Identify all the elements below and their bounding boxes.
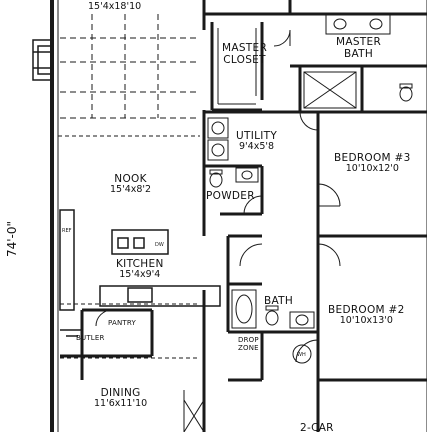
wh-label: WH (297, 352, 306, 358)
ceiling-beams (60, 14, 200, 118)
garage-walls (204, 290, 318, 432)
kitchen-counter (60, 210, 220, 310)
bedroom2-dim: 10'10x13'0 (339, 315, 393, 327)
kitchen-island (112, 230, 168, 254)
kitchen-dim: 15'4x9'4 (119, 269, 161, 281)
master-bath-door (274, 30, 290, 46)
butler-label: BUTLER (76, 334, 105, 342)
master-bath-label: MASTER BATH (336, 36, 381, 60)
fireplace (33, 40, 53, 80)
hall-walls (228, 236, 262, 284)
drop-zone-line1: DROP (238, 336, 259, 344)
master-toilet (400, 84, 412, 101)
shower (304, 72, 356, 108)
drop-zone-line2: ZONE (238, 344, 259, 353)
tub (232, 290, 256, 328)
bath-fixtures (266, 306, 314, 328)
master-closet-line2: CLOSET (223, 54, 266, 67)
hall-door-swing (240, 244, 340, 266)
bath-walls (228, 236, 318, 380)
bedroom2-name: BEDROOM #2 (328, 304, 405, 316)
bath-label: BATH (264, 295, 294, 307)
drop-zone-walls (228, 332, 262, 380)
utility-name: UTILITY (236, 130, 278, 142)
utility-dim: 9'4x5'8 (239, 141, 275, 153)
bedroom3-walls (318, 112, 427, 236)
master-closet-shelves (218, 28, 256, 104)
master-bath-line1: MASTER (336, 36, 382, 48)
powder-label: POWDER (206, 190, 255, 202)
bedroom3-name: BEDROOM #3 (334, 152, 411, 164)
overall-dimension: 74'-0" (5, 220, 20, 258)
drop-zone-label: DROP ZONE (238, 336, 259, 352)
kitchen-label: KITCHEN 15'4x9'4 (116, 258, 164, 281)
bedroom2-door (296, 340, 318, 362)
pantry-label: PANTRY (108, 319, 136, 327)
powder-fixtures (210, 168, 258, 187)
master-closet-line1: MASTER (222, 42, 268, 54)
utility-door (300, 112, 318, 130)
washer-dryer (208, 118, 228, 160)
bedroom3-door (318, 184, 340, 206)
stair-hint (184, 390, 204, 432)
water-heater (293, 345, 311, 363)
dining-label: DINING 11'6x11'10 (94, 387, 147, 410)
nook-name: NOOK (114, 173, 147, 185)
utility-walls (204, 112, 318, 236)
dining-dim: 11'6x11'10 (94, 398, 148, 410)
butler-walls (60, 330, 82, 336)
bedroom3-label: BEDROOM #3 10'10x12'0 (334, 152, 411, 175)
nook-dim: 15'4x8'2 (110, 184, 152, 196)
pantry-walls (60, 310, 152, 380)
bedroom2-label: BEDROOM #2 10'10x13'0 (328, 304, 405, 327)
vanity (326, 14, 390, 34)
powder-door (220, 196, 262, 214)
top-room-dim: 15'4x18'10 (88, 1, 142, 12)
master-bath-line2: BATH (343, 48, 374, 61)
nook-label: NOOK 15'4x8'2 (110, 173, 151, 196)
master-closet-walls (204, 14, 290, 110)
master-closet-label: MASTER CLOSET (222, 42, 267, 66)
ref-label: REF (62, 228, 72, 234)
utility-label: UTILITY 9'4x5'8 (236, 130, 277, 153)
kitchen-name: KITCHEN (116, 258, 164, 270)
pantry-door (96, 310, 112, 326)
bedroom3-dim: 10'10x12'0 (345, 163, 399, 175)
garage-label: 2-CAR (300, 422, 334, 434)
dining-name: DINING (100, 387, 141, 399)
dw-label: DW (155, 242, 164, 248)
